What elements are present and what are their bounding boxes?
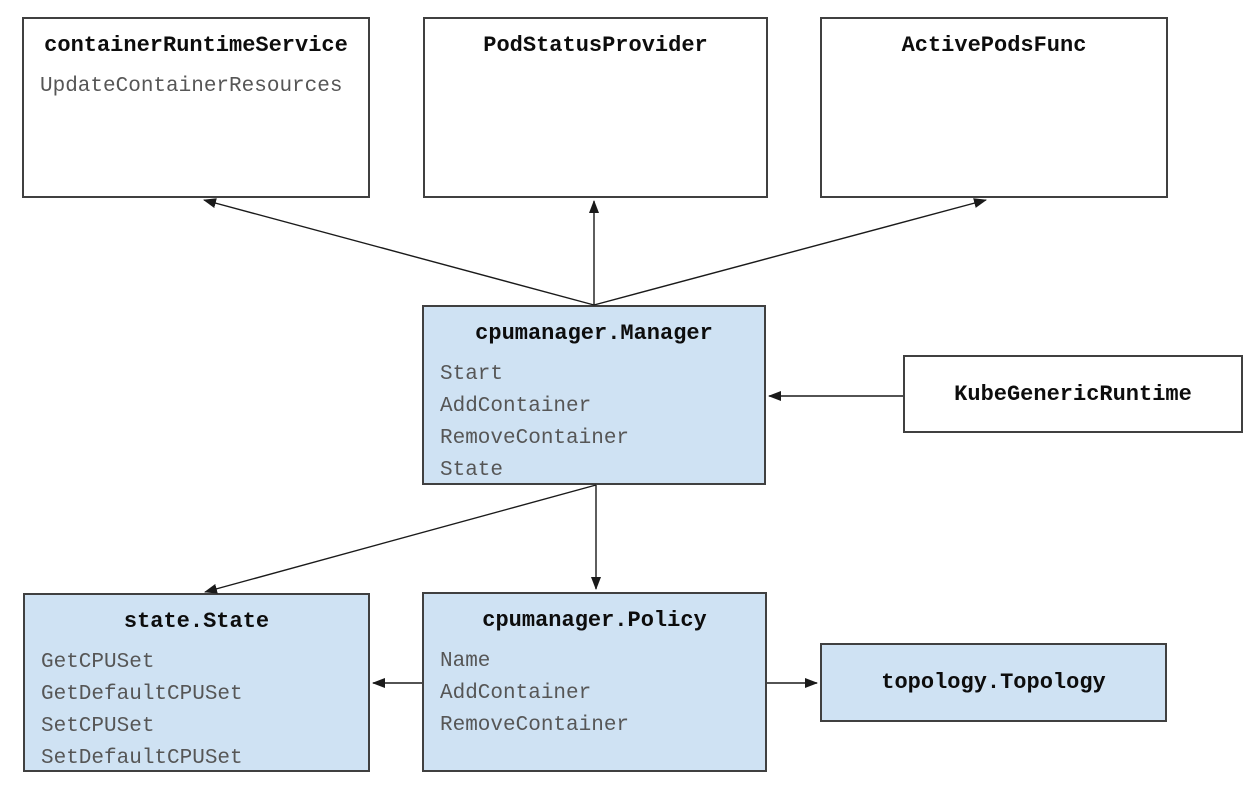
method-item: State <box>440 459 504 482</box>
method-item: SetCPUSet <box>41 715 155 738</box>
box-title: state.State <box>123 609 270 634</box>
arrow-manager-to-active-pods-func <box>593 198 987 306</box>
method-item: GetDefaultCPUSet <box>41 683 243 706</box>
method-item: RemoveContainer <box>440 714 630 737</box>
box-methods: GetCPUSet GetDefaultCPUSet SetCPUSet Set… <box>41 647 368 775</box>
box-cpumanager-policy: cpumanager.Policy Name AddContainer Remo… <box>422 592 767 772</box>
method-item: RemoveContainer <box>440 427 630 450</box>
box-title: PodStatusProvider <box>483 33 708 58</box>
box-title: containerRuntimeService <box>44 33 348 58</box>
box-methods: Start AddContainer RemoveContainer State <box>440 359 764 487</box>
box-title: cpumanager.Manager <box>475 321 713 346</box>
box-topology-topology: topology.Topology <box>820 643 1167 722</box>
box-active-pods-func: ActivePodsFunc <box>820 17 1168 198</box>
box-container-runtime-service: containerRuntimeService UpdateContainerR… <box>22 17 370 198</box>
method-item: AddContainer <box>440 682 592 705</box>
method-item: Start <box>440 363 504 386</box>
box-title: cpumanager.Policy <box>482 608 707 633</box>
arrow-manager-to-container-runtime-service <box>203 198 595 306</box>
box-title: ActivePodsFunc <box>901 33 1087 58</box>
method-item: GetCPUSet <box>41 651 155 674</box>
box-pod-status-provider: PodStatusProvider <box>423 17 768 198</box>
method-item: AddContainer <box>440 395 592 418</box>
arrow-manager-to-state-state <box>204 484 597 594</box>
method-item: SetDefaultCPUSet <box>41 747 243 770</box>
box-methods: UpdateContainerResources <box>40 71 368 103</box>
box-title: topology.Topology <box>881 670 1106 695</box>
box-methods: Name AddContainer RemoveContainer <box>440 646 765 742</box>
box-title: KubeGenericRuntime <box>954 381 1192 407</box>
box-cpumanager-manager: cpumanager.Manager Start AddContainer Re… <box>422 305 766 485</box>
box-state-state: state.State GetCPUSet GetDefaultCPUSet S… <box>23 593 370 772</box>
method-item: UpdateContainerResources <box>40 75 343 98</box>
method-item: Name <box>440 650 491 673</box>
box-kube-generic-runtime: KubeGenericRuntime <box>903 355 1243 433</box>
